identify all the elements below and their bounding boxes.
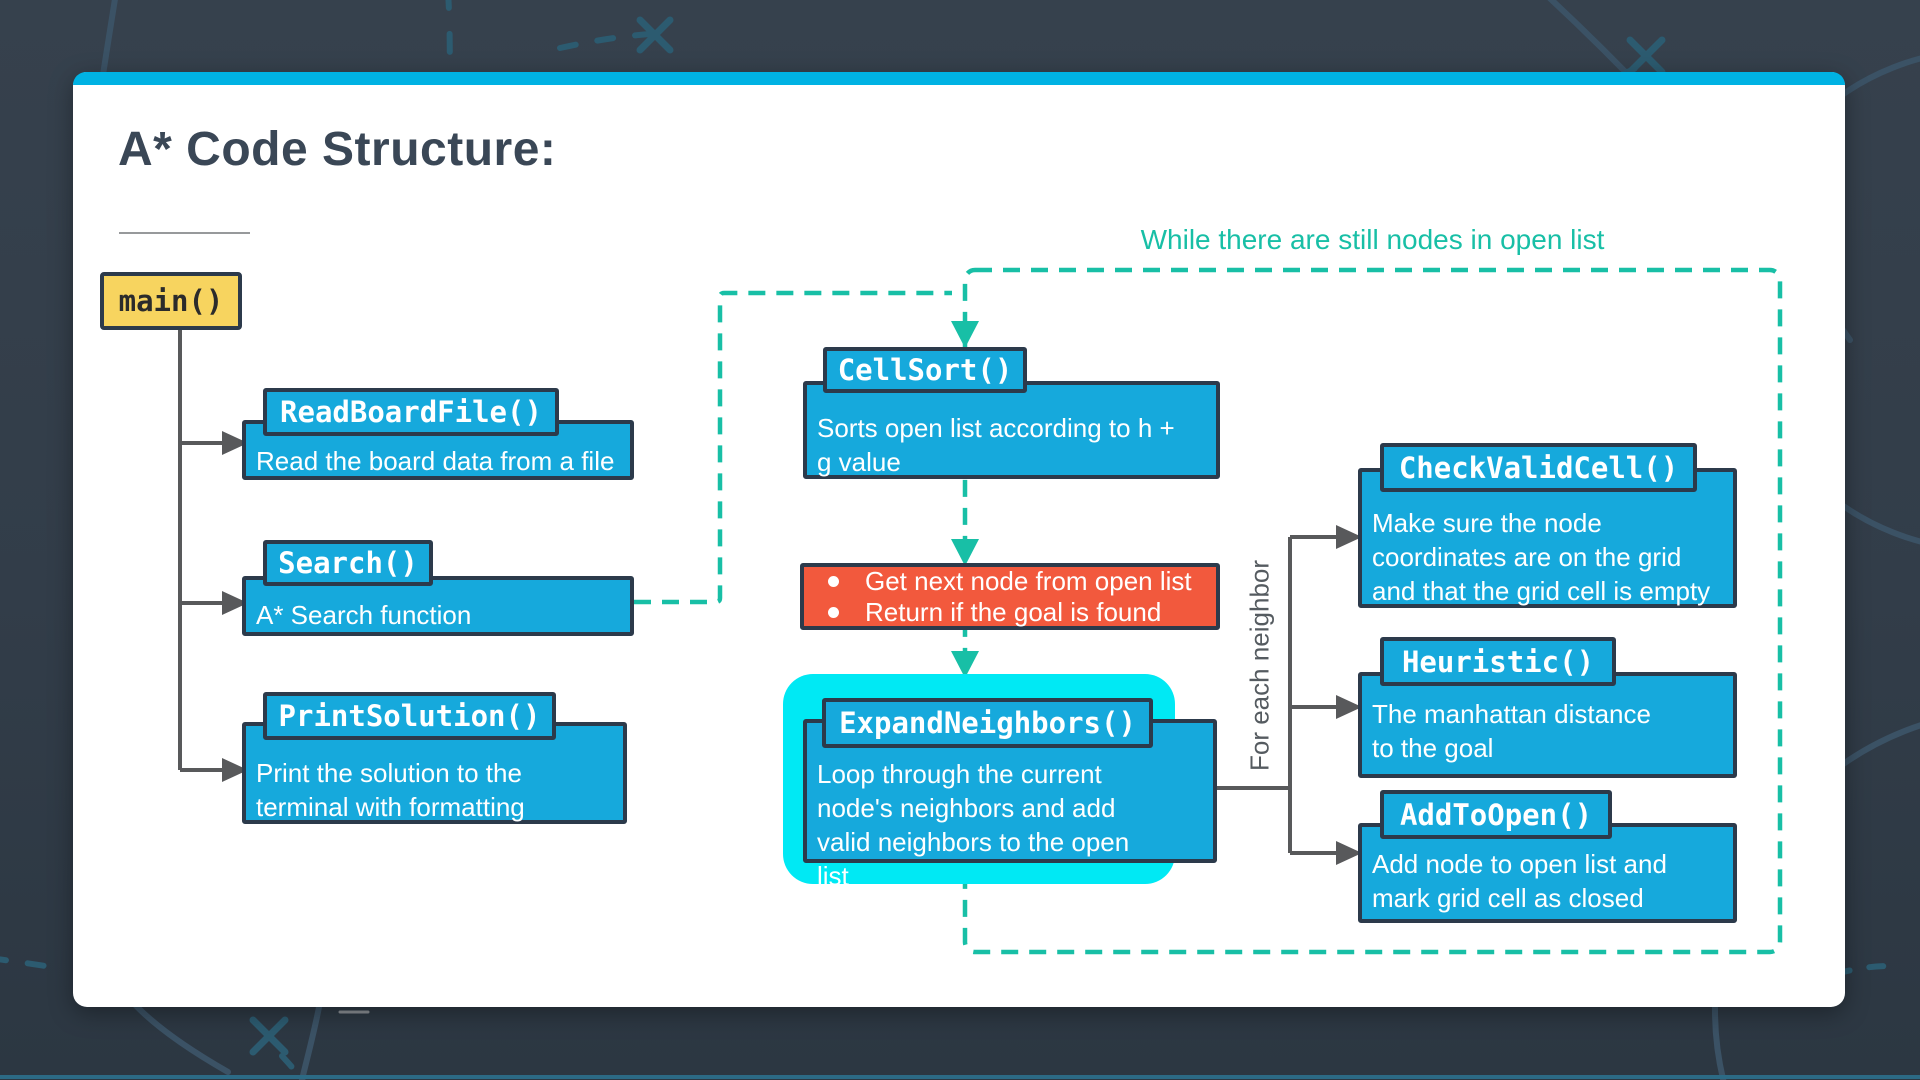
for-each-neighbor-label: For each neighbor [1244, 559, 1275, 771]
while-loop-label: While there are still nodes in open list [1140, 224, 1605, 255]
node-print-solution-title: PrintSolution() [263, 692, 556, 740]
page-title: A* Code Structure: [118, 123, 557, 176]
node-main-label: main() [118, 284, 224, 318]
node-heuristic-desc: The manhattan distance to the goal [1358, 672, 1737, 778]
node-heuristic-title: Heuristic() [1380, 637, 1616, 686]
node-add-to-open-title: AddToOpen() [1380, 790, 1612, 839]
bullet-text: Get next node from open list [865, 565, 1192, 596]
bullet-text: Return if the goal is found [865, 596, 1162, 627]
bullet-icon [828, 575, 839, 587]
bullet-item: Get next node from open list [804, 566, 1216, 597]
title-underline [119, 232, 250, 234]
accent-bar [73, 72, 1845, 85]
node-read-board-file-title: ReadBoardFile() [263, 388, 559, 436]
node-expand-neighbors-title: ExpandNeighbors() [822, 698, 1153, 748]
node-cell-sort-title: CellSort() [823, 347, 1027, 393]
node-search-title: Search() [263, 540, 433, 586]
node-main: main() [100, 272, 242, 330]
node-check-valid-cell-title: CheckValidCell() [1380, 443, 1697, 492]
node-add-to-open-desc: Add node to open list and mark grid cell… [1358, 823, 1737, 923]
node-search-desc: A* Search function [242, 576, 634, 636]
bullet-item: Return if the goal is found [804, 597, 1216, 628]
node-get-next-node: Get next node from open list Return if t… [800, 563, 1220, 630]
node-cell-sort-desc: Sorts open list according to h + g value [803, 381, 1220, 479]
bullet-icon [828, 606, 839, 618]
